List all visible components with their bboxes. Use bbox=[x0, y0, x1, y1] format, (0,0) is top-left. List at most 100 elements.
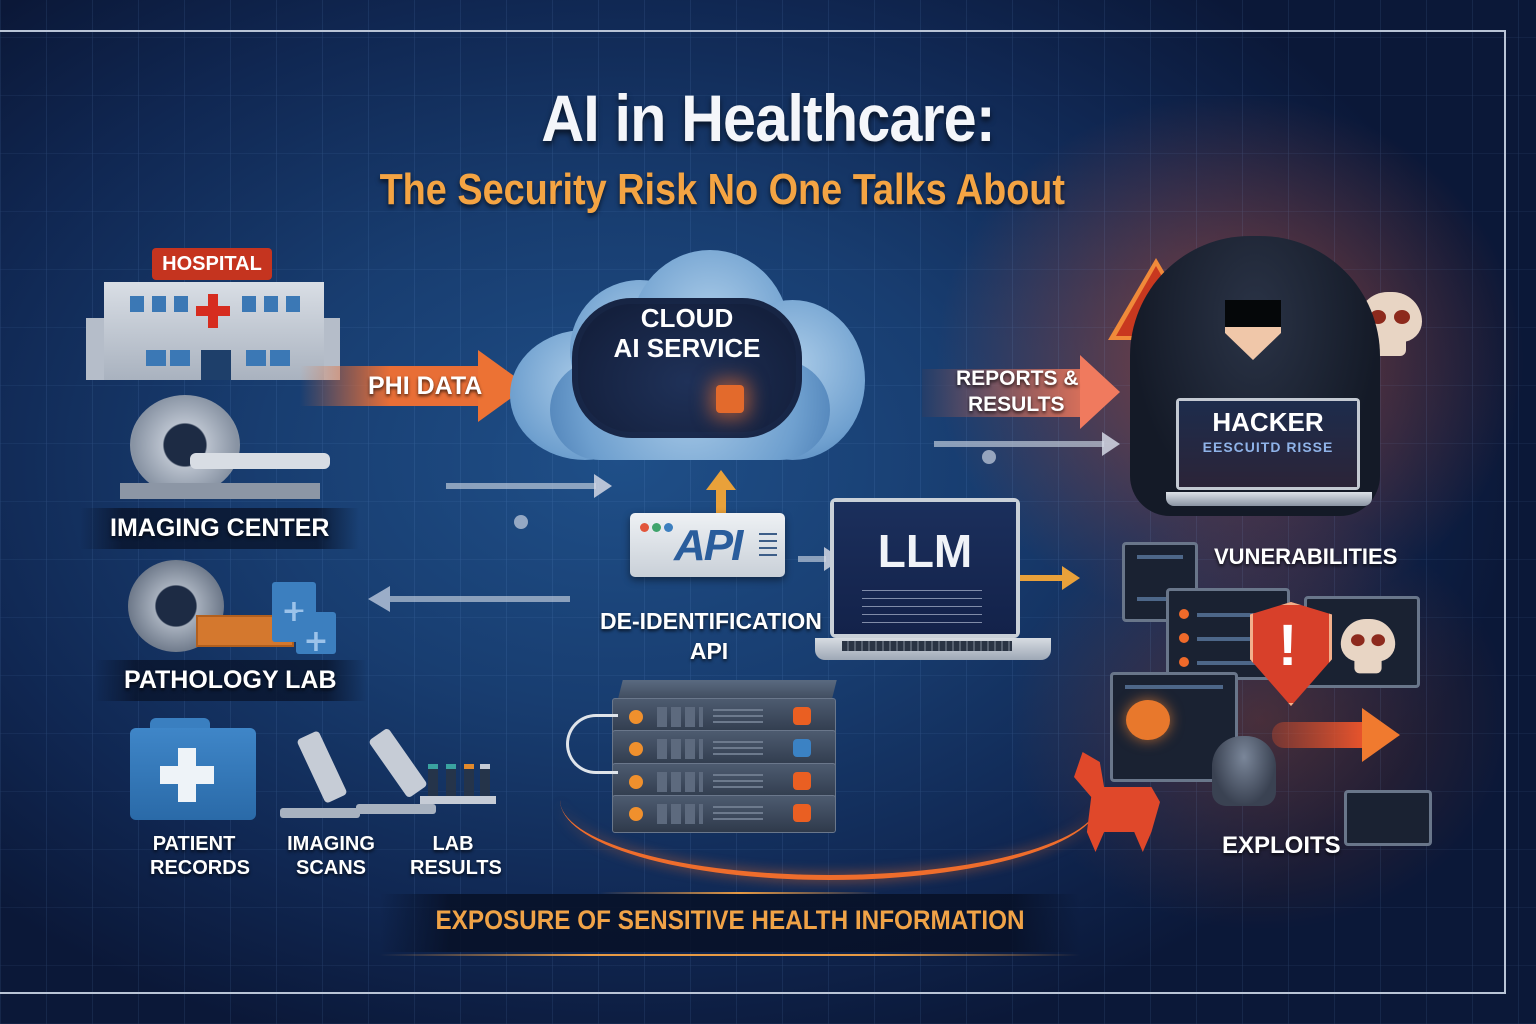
laptop-keyboard bbox=[842, 641, 1012, 651]
label-line: PATIENT bbox=[152, 833, 236, 855]
mri-base bbox=[120, 483, 320, 499]
window bbox=[246, 350, 266, 366]
skull-icon bbox=[1340, 618, 1396, 675]
hospital-door bbox=[201, 350, 231, 380]
page-subtitle: The Security Risk No One Talks About bbox=[379, 165, 1066, 214]
window bbox=[170, 350, 190, 366]
hospital-wing-right bbox=[320, 318, 340, 380]
vulnerabilities-label: VUNERABILITIES bbox=[1214, 544, 1398, 569]
data-leak-arc bbox=[560, 720, 1100, 880]
connector-arrow bbox=[446, 474, 612, 498]
hacker-laptop: HACKER EESCUITD RISSE bbox=[1176, 398, 1360, 490]
test-tube bbox=[428, 764, 438, 798]
arrow-stem bbox=[716, 488, 726, 522]
label-line: DE-IDENTIFICATION bbox=[600, 608, 822, 634]
connector-dot bbox=[982, 450, 996, 464]
window bbox=[130, 296, 144, 312]
imaging-center-label: IMAGING CENTER bbox=[80, 508, 360, 549]
frame-border-top bbox=[0, 30, 1506, 32]
attack-arrow-icon bbox=[1272, 708, 1402, 762]
arrow-head bbox=[1080, 355, 1120, 429]
window bbox=[286, 296, 300, 312]
label-line: IMAGING bbox=[287, 833, 375, 855]
status-dot bbox=[640, 523, 649, 532]
page-title: AI in Healthcare: bbox=[541, 81, 995, 155]
hacker-screen: HACKER EESCUITD RISSE bbox=[1179, 401, 1357, 487]
llm-output-arrow bbox=[1020, 566, 1080, 590]
label-line: AI SERVICE bbox=[613, 333, 761, 363]
patient-records-label: PATIENT RECORDS bbox=[150, 832, 250, 880]
llm-label: LLM bbox=[877, 525, 973, 577]
test-tube bbox=[480, 764, 490, 798]
label-line: RESULTS bbox=[968, 393, 1065, 416]
exclamation-icon: ! bbox=[1278, 613, 1298, 678]
medical-cross-bar bbox=[196, 306, 230, 316]
phi-data-label: PHI DATA bbox=[368, 372, 483, 400]
upload-arrow-icon bbox=[706, 470, 736, 522]
window bbox=[270, 350, 290, 366]
llm-laptop: LLM bbox=[830, 498, 1020, 638]
arrow-shaft bbox=[922, 369, 1082, 417]
window bbox=[146, 350, 166, 366]
api-box-label: API bbox=[674, 521, 743, 570]
deidentification-api-label: DE-IDENTIFICATION API bbox=[600, 606, 822, 666]
medical-binder-icon bbox=[296, 612, 336, 654]
microscope-icon bbox=[280, 722, 360, 818]
hacker-laptop-base bbox=[1166, 492, 1372, 506]
banner-accent-top bbox=[600, 892, 880, 894]
cloud-ai-service-label: CLOUD AI SERVICE bbox=[572, 303, 802, 363]
frame-border-right bbox=[1504, 30, 1506, 994]
connector-arrow bbox=[798, 547, 842, 571]
window bbox=[242, 296, 256, 312]
arrow-tip bbox=[706, 470, 736, 490]
microscope-icon bbox=[356, 718, 436, 814]
exploits-label: EXPLOITS bbox=[1222, 832, 1341, 859]
window bbox=[174, 296, 188, 312]
pathology-lab-label: PATHOLOGY LAB bbox=[94, 660, 367, 701]
hacker-screen-text: EESCUITD RISSE bbox=[1202, 439, 1334, 455]
reports-results-label: REPORTS & RESULTS bbox=[956, 366, 1079, 418]
window bbox=[152, 296, 166, 312]
window bbox=[264, 296, 278, 312]
label-line: RESULTS bbox=[410, 857, 502, 879]
test-tube bbox=[446, 764, 456, 798]
microscope-arm bbox=[296, 730, 348, 804]
ai-brain-circuit bbox=[572, 298, 802, 438]
mri-scanner-icon bbox=[120, 395, 330, 505]
medical-cross-icon bbox=[160, 748, 214, 802]
phi-data-arrow bbox=[300, 350, 530, 422]
text-lines bbox=[862, 590, 982, 630]
lab-results-label: LAB RESULTS bbox=[410, 832, 502, 880]
mri-ring bbox=[130, 395, 240, 495]
bug-icon bbox=[1126, 700, 1170, 740]
mri-bed bbox=[190, 453, 330, 469]
label-line: REPORTS & bbox=[956, 367, 1079, 390]
reports-results-arrow bbox=[922, 355, 1122, 429]
menu-lines-icon bbox=[759, 533, 777, 561]
frame-border-bottom bbox=[0, 992, 1506, 994]
small-monitor bbox=[1344, 790, 1432, 846]
imaging-scans-label: IMAGING SCANS bbox=[284, 832, 378, 880]
status-dot bbox=[664, 523, 673, 532]
label-line: CLOUD bbox=[640, 303, 734, 333]
microscope-base bbox=[280, 808, 360, 818]
api-module: API bbox=[630, 513, 785, 577]
arrow-shaft bbox=[300, 366, 480, 406]
microscope-base bbox=[356, 804, 436, 814]
hospital-icon: HOSPITAL bbox=[86, 248, 340, 380]
connector-arrow-left bbox=[368, 586, 570, 612]
ai-chip-icon bbox=[716, 385, 744, 413]
footer-banner bbox=[380, 894, 1080, 952]
test-tube bbox=[464, 764, 474, 798]
label-line: SCANS bbox=[295, 857, 366, 879]
hacker-label: HACKER bbox=[1212, 407, 1324, 437]
hospital-wing-left bbox=[86, 318, 106, 380]
connector-arrow bbox=[934, 432, 1120, 456]
tube-rack bbox=[420, 796, 496, 804]
microscope-arm bbox=[368, 727, 428, 799]
banner-accent-bottom bbox=[380, 954, 1080, 956]
connector-dot bbox=[514, 515, 528, 529]
test-tubes-icon bbox=[420, 760, 496, 804]
status-dot bbox=[652, 523, 661, 532]
hacker-icon bbox=[1212, 736, 1276, 806]
